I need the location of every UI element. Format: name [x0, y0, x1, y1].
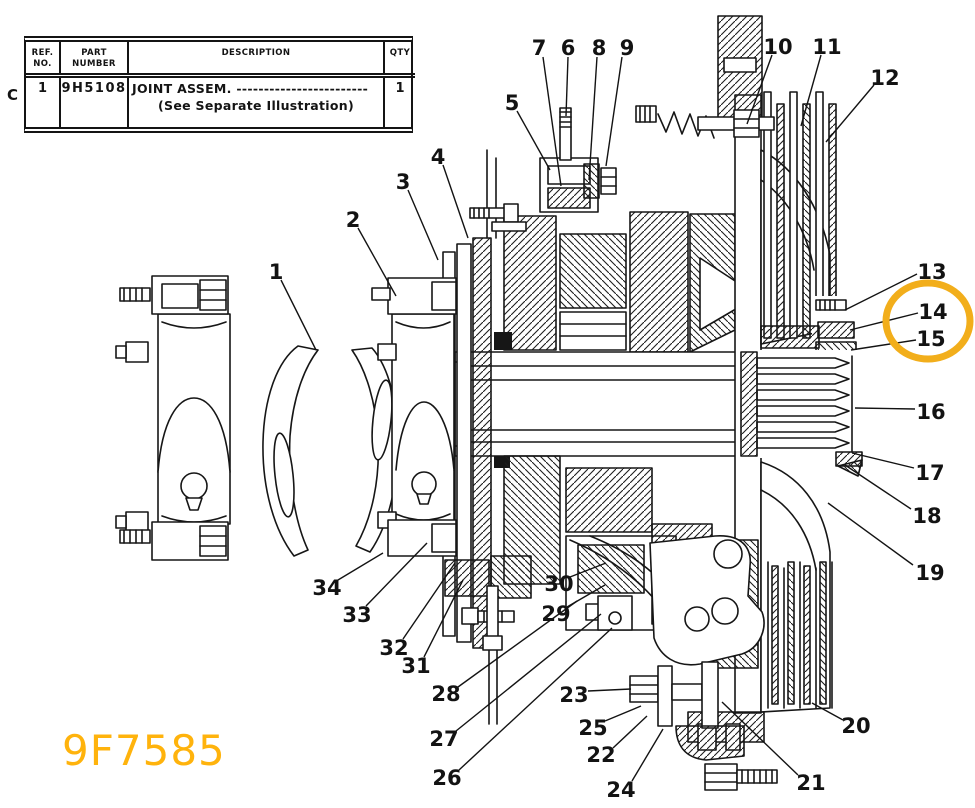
description-leader-dashes: ------------------------ [236, 81, 369, 97]
callout-11: 11 [812, 35, 841, 59]
callout-23-leader [587, 688, 632, 692]
callout-4: 4 [431, 145, 446, 169]
callout-12: 12 [870, 66, 899, 90]
callout-6: 6 [561, 36, 576, 60]
spring-and-bolt [635, 15, 775, 139]
callout-15-leader [850, 339, 917, 351]
callout-5-leader [516, 110, 551, 171]
spline-shaft-end [740, 350, 863, 477]
lever-bracket [649, 535, 765, 669]
callout-34-leader [337, 552, 384, 581]
callout-17-leader [851, 452, 915, 469]
callout-21: 21 [796, 771, 825, 795]
cell-part-number: 9H5108 [60, 75, 129, 128]
callout-15: 15 [916, 327, 945, 351]
callout-8: 8 [592, 36, 607, 60]
callout-25: 25 [578, 716, 607, 740]
callout-26-leader [458, 627, 613, 771]
callout-10: 10 [763, 35, 792, 59]
callout-29-leader [566, 584, 606, 608]
callout-30-leader [569, 562, 607, 578]
anchor-bolt-group [629, 661, 778, 791]
callout-31-leader [423, 579, 464, 658]
parts-table-header: REF. NO. PART NUMBER DESCRIPTION QTY [26, 42, 415, 79]
highlight-circle [882, 279, 974, 363]
parts-table-row: 1 9H5108 JOINT ASSEM. ------------------… [26, 75, 415, 128]
callout-33: 33 [342, 603, 371, 627]
callout-8-leader [588, 56, 598, 181]
callout-1-leader [280, 279, 317, 351]
cell-description: JOINT ASSEM. ------------------------ (S… [128, 75, 385, 128]
header-part-number: PART NUMBER [60, 42, 129, 79]
adjuster-bracket [585, 595, 633, 631]
bearing-housing-section [454, 149, 766, 725]
callout-24-leader [631, 728, 664, 782]
header-description: DESCRIPTION [128, 42, 385, 79]
callout-23: 23 [559, 683, 588, 707]
callout-33-leader [365, 542, 428, 607]
callout-11-leader [800, 54, 822, 127]
callout-14: 14 [918, 300, 947, 324]
uj-yoke-right [371, 277, 457, 557]
part-code-watermark: 9F7585 [62, 726, 226, 775]
callout-19: 19 [915, 561, 944, 585]
hub-retainer-rings [760, 296, 862, 358]
callout-25-leader [604, 705, 642, 722]
callout-26: 26 [432, 766, 461, 790]
uj-spider-left [115, 275, 231, 561]
callout-32: 32 [379, 636, 408, 660]
callout-19-leader [827, 502, 914, 566]
callout-32-leader [402, 562, 456, 640]
callout-2-leader [357, 227, 397, 297]
callout-20: 20 [841, 714, 870, 738]
highlight-annotation [882, 279, 974, 363]
callout-24: 24 [606, 778, 635, 802]
callout-3-leader [407, 189, 439, 261]
callout-2: 2 [346, 208, 361, 232]
callout-21-leader [721, 701, 799, 776]
callout-12-leader [825, 84, 875, 143]
callout-7: 7 [532, 36, 547, 60]
callout-34: 34 [312, 576, 341, 600]
callout-13-leader [844, 273, 918, 311]
callout-10-leader [746, 54, 773, 125]
callout-30: 30 [544, 572, 573, 596]
callout-22: 22 [586, 743, 615, 767]
callout-16: 16 [916, 400, 945, 424]
callout-9: 9 [620, 36, 635, 60]
callout-1: 1 [269, 260, 284, 284]
callout-28-leader [457, 600, 578, 688]
callout-18-leader [844, 464, 912, 510]
callout-31: 31 [401, 654, 430, 678]
cell-qty: 1 [395, 81, 405, 97]
callout-27-leader [455, 613, 602, 732]
callout-29: 29 [541, 602, 570, 626]
callout-16-leader [854, 407, 916, 410]
callout-27: 27 [429, 727, 458, 751]
cell-ref-no: 1 [26, 75, 61, 128]
callout-5: 5 [505, 91, 520, 115]
header-ref-no: REF. NO. [26, 42, 61, 79]
callout-28: 28 [431, 682, 460, 706]
callout-20-leader [811, 702, 844, 721]
callout-4-leader [442, 164, 469, 239]
parts-table: REF. NO. PART NUMBER DESCRIPTION QTY 1 9… [24, 36, 415, 134]
callout-17: 17 [915, 461, 944, 485]
row-letter: C [7, 86, 19, 104]
callout-9-leader [605, 56, 623, 167]
callout-6-leader [565, 56, 569, 117]
callout-3: 3 [396, 170, 411, 194]
header-qty: QTY [384, 42, 415, 79]
callout-22-leader [612, 715, 648, 749]
top-cap-block [539, 107, 617, 213]
callout-18: 18 [912, 504, 941, 528]
callout-7-leader [542, 56, 562, 187]
clutch-disc-pack [763, 91, 837, 339]
